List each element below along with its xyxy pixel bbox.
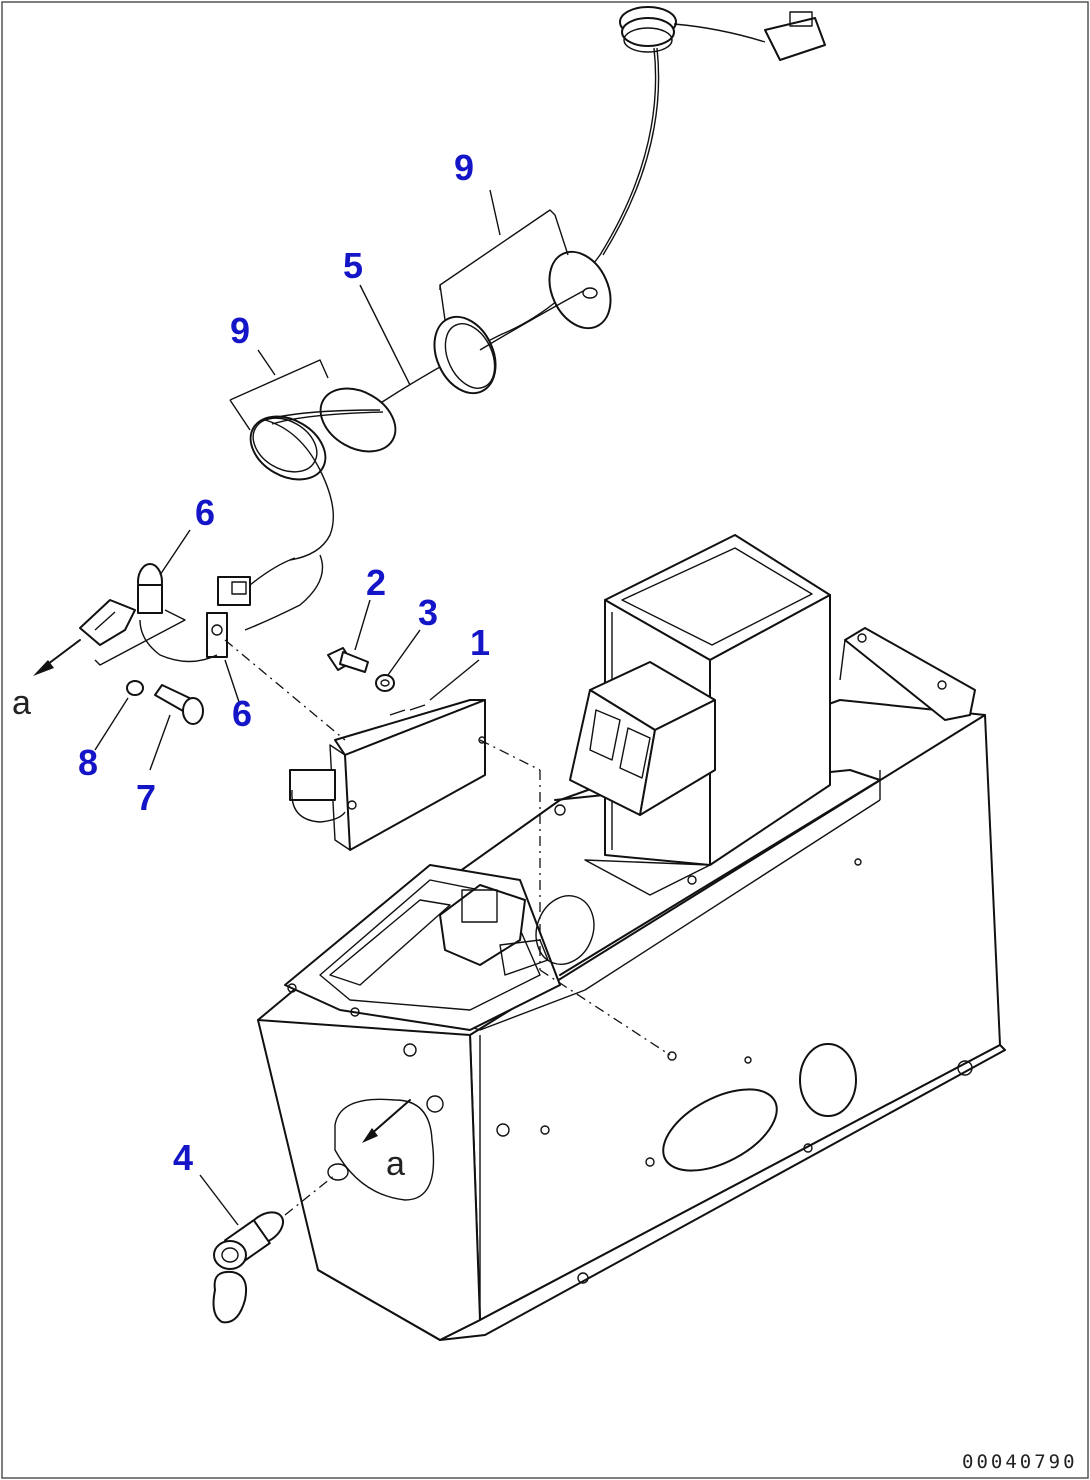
bracket-6-left	[94, 609, 186, 666]
part-7-bolt	[154, 684, 204, 725]
callout-2: 2	[366, 562, 386, 603]
callout-3: 3	[418, 592, 438, 633]
socket-mount-area	[334, 1098, 435, 1201]
drawing-code: 00040790	[962, 1451, 1078, 1473]
part-2-bolt	[327, 647, 369, 673]
leader-lines	[94, 189, 501, 1226]
callout-6-lower: 6	[232, 693, 252, 734]
callout-9-left: 9	[230, 310, 250, 351]
part-3-washer	[375, 674, 395, 692]
reference-a-panel: a	[386, 1145, 405, 1183]
callout-1: 1	[470, 622, 490, 663]
gasket-ring-right-1	[548, 250, 612, 330]
side-oval-hole-2	[799, 1043, 857, 1117]
callout-6-upper: 6	[195, 492, 215, 533]
callout-8: 8	[78, 742, 98, 783]
part-1-controller	[289, 699, 486, 851]
connector-mid	[217, 576, 251, 606]
top-bracket	[844, 627, 976, 721]
reference-a-left: a	[12, 684, 31, 722]
callout-7: 7	[136, 777, 156, 818]
callout-9-right: 9	[454, 147, 474, 188]
console-tray	[284, 864, 561, 1031]
callout-5: 5	[343, 245, 363, 286]
part-8-washer	[126, 680, 144, 696]
gasket-ring-left-1	[319, 387, 397, 453]
console-vent	[569, 661, 716, 816]
callout-4: 4	[173, 1137, 193, 1178]
alignment-lines	[224, 639, 677, 1061]
console-front-panel	[257, 1019, 481, 1341]
side-oval-hole-1	[662, 1088, 778, 1172]
part-4-socket	[212, 1174, 336, 1324]
gasket-ring-right-2	[433, 315, 497, 395]
connector-top	[764, 17, 826, 61]
wire-harness	[33, 6, 826, 676]
bracket-9-left	[229, 359, 329, 401]
connector-left	[79, 599, 136, 646]
console-box	[257, 627, 1006, 1341]
